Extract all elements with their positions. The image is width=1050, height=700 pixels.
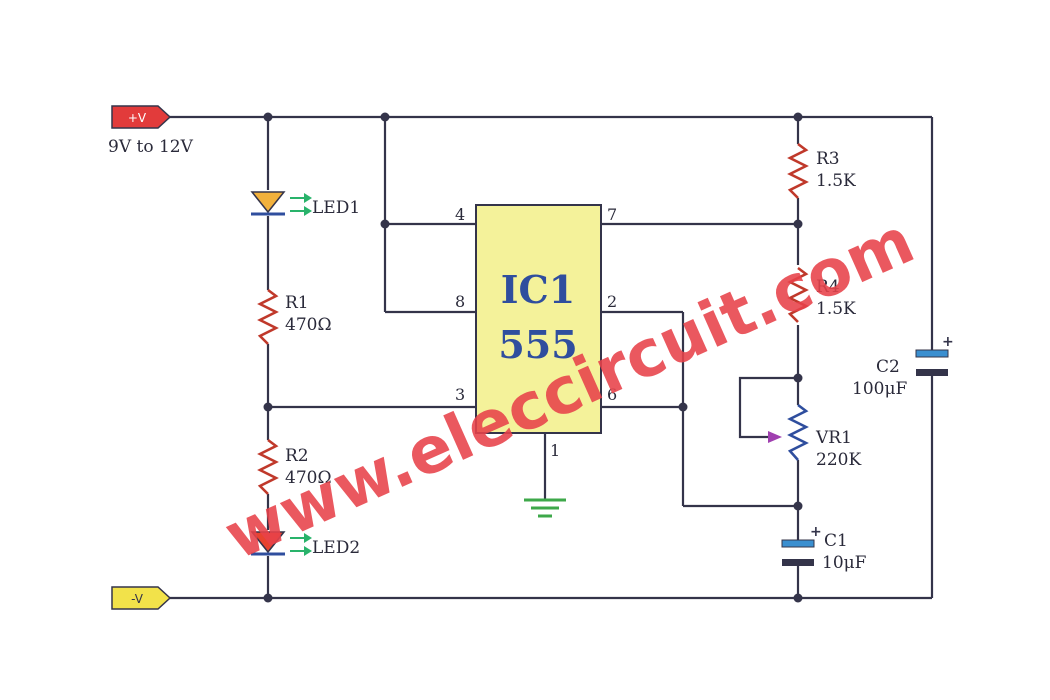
pin-6-label: 6	[607, 385, 617, 404]
c1-polarity: +	[810, 524, 822, 540]
pin-3-label: 3	[455, 385, 465, 404]
vr1-potentiometer	[768, 403, 809, 461]
r2-value: 470Ω	[285, 468, 332, 488]
ic1-555-chip: IC1 555	[475, 204, 602, 434]
r4-resistor	[787, 266, 809, 323]
c2-value: 100μF	[852, 379, 907, 399]
c2-capacitor: +	[915, 334, 954, 376]
led1-icon	[250, 191, 312, 216]
r4-name: R4	[816, 277, 840, 297]
pin-2-label: 2	[607, 292, 617, 311]
pin-4-label: 4	[455, 205, 465, 224]
led2-label: LED2	[312, 538, 360, 558]
supply-voltage-label: 9V to 12V	[108, 137, 194, 157]
ic-pin-numbers: 4 8 3 7 2 6 1	[455, 205, 617, 460]
ground-icon	[524, 498, 566, 518]
pin-8-label: 8	[455, 292, 465, 311]
minus-terminal: -V	[111, 586, 172, 610]
c2-name: C2	[876, 357, 900, 377]
ic-name: IC1	[501, 267, 575, 312]
led2-icon	[250, 531, 312, 556]
r3-value: 1.5K	[816, 171, 856, 191]
minus-terminal-label: -V	[131, 592, 144, 606]
plus-terminal: +V	[111, 105, 172, 129]
r1-name: R1	[285, 293, 309, 313]
r2-name: R2	[285, 446, 309, 466]
c1-name: C1	[824, 531, 848, 551]
r2-resistor	[257, 438, 279, 495]
wires	[168, 115, 934, 600]
r1-value: 470Ω	[285, 315, 332, 335]
r4-value: 1.5K	[816, 299, 856, 319]
r3-name: R3	[816, 149, 840, 169]
r3-resistor	[787, 142, 809, 199]
c2-polarity: +	[942, 334, 954, 350]
led1-label: LED1	[312, 198, 360, 218]
r1-resistor	[257, 288, 279, 345]
pin-1-label: 1	[550, 441, 560, 460]
c1-capacitor: +	[781, 524, 822, 566]
vr1-name: VR1	[815, 428, 852, 448]
vr1-value: 220K	[816, 450, 861, 470]
junction-dots	[263, 112, 803, 603]
pin-7-label: 7	[607, 205, 617, 224]
plus-terminal-label: +V	[128, 111, 147, 125]
ic-type: 555	[498, 322, 577, 367]
c1-value: 10μF	[822, 553, 867, 573]
